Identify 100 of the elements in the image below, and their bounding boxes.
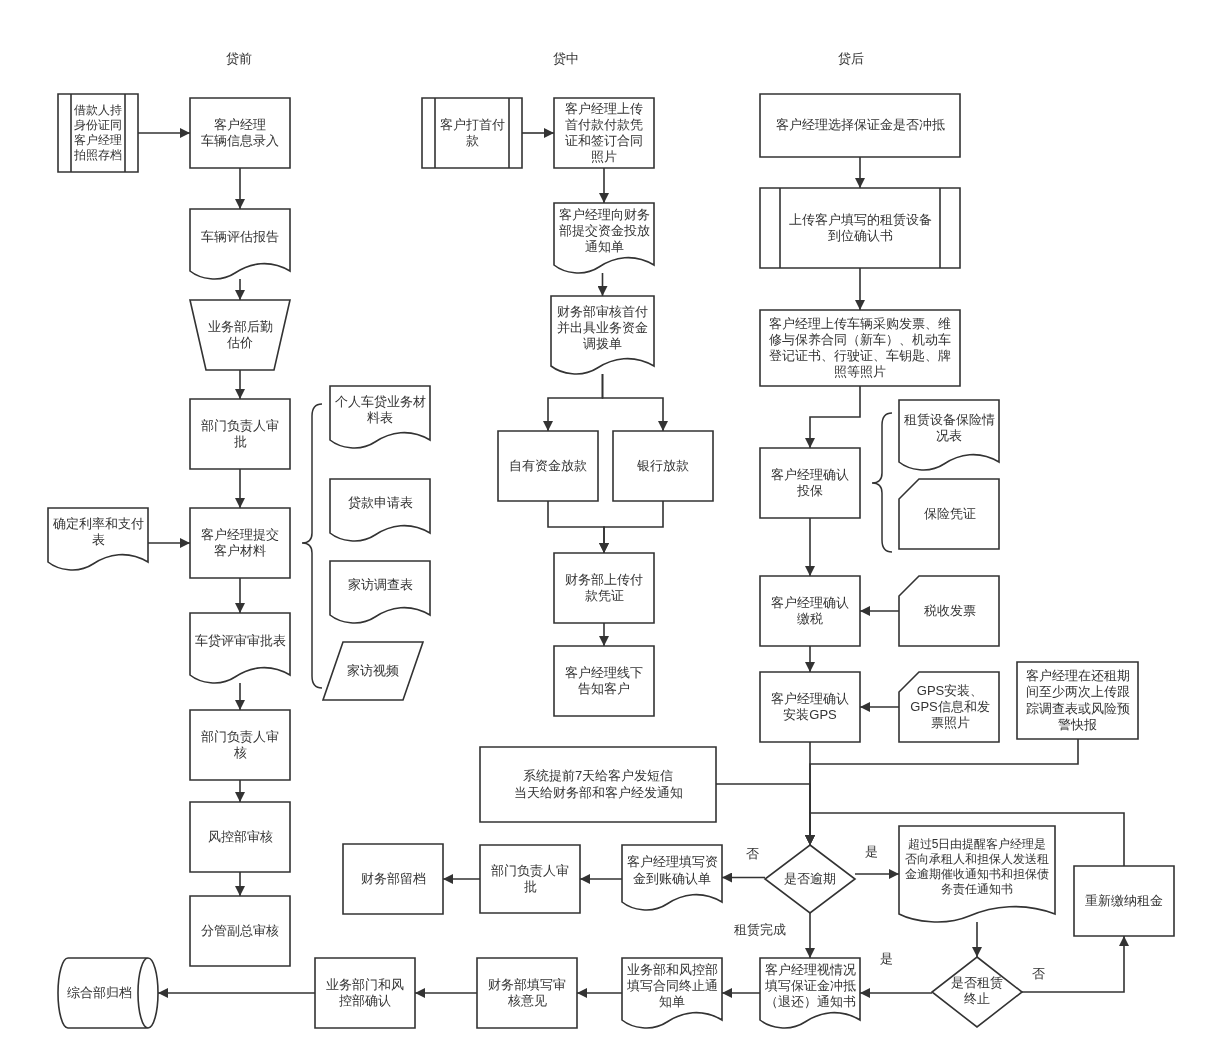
arrow (235, 167, 245, 210)
node-text: 家访调查表 (347, 576, 413, 594)
process-box (554, 646, 654, 716)
arrow (855, 156, 865, 189)
process-box (1017, 662, 1138, 739)
node-text: 重新缴纳租金 (1085, 892, 1163, 910)
process-box (554, 553, 654, 623)
arrow (805, 912, 815, 959)
arrow (235, 779, 245, 803)
node-text: 业务部门和风控部确认 (325, 976, 405, 1010)
node-text: 是否逾期 (784, 870, 836, 888)
node-text: 部门负责人审批 (200, 417, 280, 451)
arrow (599, 622, 609, 647)
edge-label: 租赁完成 (732, 922, 788, 938)
arrow (805, 812, 1125, 867)
node-text: 车辆信息录入 (201, 133, 279, 150)
node-text: 客户经理上传车辆采购发票、维修与保养合同（新车）、机动车登记证书、行驶证、车钥匙、牌照等照片 (768, 315, 952, 381)
arrow (1021, 935, 1129, 993)
document-shape (622, 958, 722, 1028)
arrow (805, 645, 815, 673)
node-text: 分管副总审核 (201, 922, 279, 940)
node-text: 财务部上传付款凭证 (564, 571, 644, 605)
node-text: 客户经理确认安装GPS (770, 690, 850, 724)
column-heading: 贷中 (553, 50, 579, 68)
process-box (190, 98, 290, 168)
node-text: 家访视频 (347, 662, 399, 680)
decision-diamond (765, 845, 855, 913)
node-text: 客户经理上传首付款付款凭证和签订合同照片 (564, 100, 644, 166)
arrow (235, 871, 245, 897)
document-shape (899, 400, 999, 470)
arrow (805, 385, 861, 449)
card-shape (899, 576, 999, 646)
storage-cylinder (58, 958, 158, 1028)
arrow (601, 373, 668, 432)
node-text: 保险凭证 (924, 505, 976, 523)
process-box (480, 845, 580, 913)
process-box (613, 431, 713, 501)
process-box (190, 802, 290, 872)
card-shape (899, 479, 999, 549)
document-shape (622, 845, 722, 910)
edge-label: 否 (743, 846, 761, 862)
column-heading: 贷前 (226, 50, 252, 68)
column-heading: 贷后 (838, 50, 864, 68)
edge-label: 否 (1029, 966, 1047, 982)
edge-label: 是 (877, 951, 895, 967)
edge-label: 是 (862, 844, 880, 860)
document-shape (190, 209, 290, 279)
node-text: 客户经理确认投保 (770, 466, 850, 500)
node-text: 部门负责人审核 (200, 728, 280, 762)
arrow (855, 267, 865, 311)
process-box (315, 958, 415, 1028)
process-box (480, 747, 716, 822)
node-text: 业务部和风控部填写合同终止通知单 (626, 961, 718, 1011)
document-shape (330, 386, 430, 448)
arrow (235, 278, 245, 301)
node-text: 客户经理 (214, 116, 266, 133)
node-text: 车辆评估报告 (201, 228, 279, 246)
process-box (760, 310, 960, 386)
arrow (137, 128, 191, 138)
document-shape (554, 203, 654, 273)
arrow (157, 988, 316, 998)
node-text: 客户经理选择保证金是否冲抵 (775, 117, 945, 134)
arrow (597, 272, 608, 297)
node-text: 当天给财务部和客户经发通知 (513, 784, 683, 801)
document-shape (330, 561, 430, 623)
arrow (235, 577, 245, 614)
arrow (235, 682, 245, 711)
node-text: 客户打首付款 (438, 116, 506, 150)
node-text: 财务部审核首付并出具业务资金调拨单 (556, 303, 649, 353)
subprocess-box (58, 94, 138, 172)
node-text: 客户经理向财务部提交资金投放通知单 (558, 206, 650, 256)
node-text: 租赁设备保险情况表 (903, 411, 995, 445)
process-box (343, 844, 443, 914)
process-box (190, 896, 290, 966)
node-text: 客户经理填写资金到账确认单 (626, 854, 718, 887)
manual-operation-shape (190, 300, 290, 370)
document-shape (551, 296, 654, 374)
node-text: 客户经理在还租期间至少两次上传跟踪调查表或风险预警快报 (1024, 668, 1131, 733)
node-text: 银行放款 (637, 457, 689, 475)
node-text: 财务部填写审核意见 (487, 976, 567, 1010)
node-text: 部门负责人审批 (490, 862, 570, 896)
arrow (235, 369, 245, 400)
document-shape (48, 508, 148, 570)
node-text: 确定利率和支付表 (52, 515, 144, 549)
document-shape (760, 958, 860, 1028)
node-text: 税收发票 (924, 602, 976, 620)
node-text: 业务部后勤估价 (206, 318, 274, 352)
node-text: 借款人持身份证同客户经理拍照存档 (74, 103, 122, 163)
process-box (190, 508, 290, 578)
document-shape (190, 613, 290, 683)
node-text: 系统提前7天给客户发短信 (522, 768, 674, 785)
card-shape (899, 672, 999, 742)
arrow (972, 921, 982, 958)
document-shape (899, 826, 1055, 922)
process-box (190, 399, 290, 469)
process-box (477, 958, 577, 1028)
node-text: 财务部留档 (360, 870, 426, 888)
node-text: 客户经理视情况填写保证金冲抵（退还）通知书 (764, 961, 856, 1011)
node-text: 风控部审核 (207, 828, 273, 846)
node-text: 客户经理确认缴税 (770, 594, 850, 628)
